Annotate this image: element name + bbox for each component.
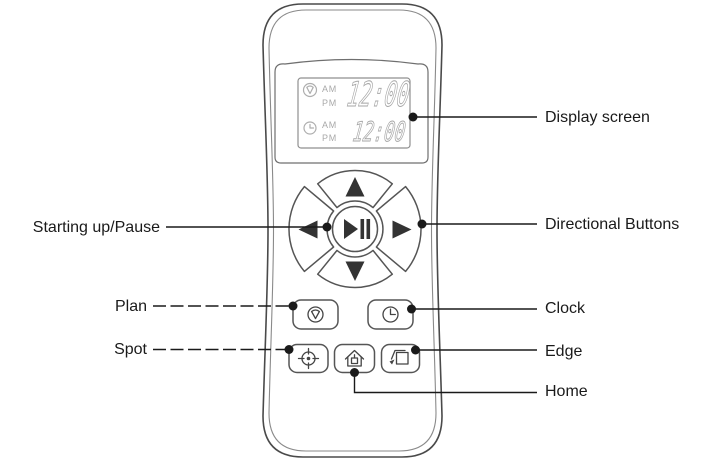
lcd-panel [297,77,411,149]
clock-icon [382,306,399,323]
home-label: Home [545,383,588,400]
left-arrow-icon [298,220,318,239]
directional-pad [288,169,422,289]
spot-label: Spot [114,341,147,358]
right-arrow-icon [392,220,412,239]
schedule-icon [302,82,318,98]
display-screen-label: Display screen [545,109,650,126]
directional-buttons-label: Directional Buttons [545,216,680,233]
spot-dot [284,345,294,354]
dpad-left-button[interactable] [288,185,335,273]
down-arrow-icon [345,261,365,281]
edge-button[interactable] [380,343,421,374]
dpad-down-button[interactable] [316,249,394,289]
lcd-pm-2: PM [322,133,337,143]
clock-icon-lcd [303,121,317,135]
plan-icon [307,306,324,323]
edge-dot [411,345,420,355]
annotation-lines [153,112,537,394]
lcd-am-1: AM [322,84,337,94]
clock-dot [407,304,416,314]
home-dot [350,368,359,377]
home-leader-line [353,372,537,394]
starting-up-pause-dot [322,222,332,232]
edge-icon [389,349,409,365]
plan-button[interactable] [292,299,339,330]
dpad-right-button[interactable] [375,185,422,273]
clock-label: Clock [545,300,586,317]
lcd-am-2: AM [322,120,337,130]
spot-button[interactable] [288,343,329,374]
lcd-pm-1: PM [322,98,337,108]
home-icon [344,349,365,367]
plan-dot [288,301,298,311]
lcd-row-schedule: AM PM 12:00 [302,75,413,115]
remote-face-outline [268,9,437,452]
display-screen: AM PM 12:00 AM PM 12:00 [274,58,429,164]
play-pause-button[interactable] [331,205,379,253]
directional-buttons-dot [417,219,427,229]
starting-up-pause-label: Starting up/Pause [32,219,160,236]
lcd-schedule-time: 12:00 [345,75,413,115]
edge-label: Edge [545,343,583,360]
dpad-up-button[interactable] [316,169,394,209]
up-arrow-icon [345,177,365,197]
plan-label: Plan [114,298,147,315]
lcd-row-clock: AM PM 12:00 [303,117,408,148]
lcd-clock-time: 12:00 [351,117,407,148]
display-screen-dot [408,112,418,122]
clock-button[interactable] [367,299,414,330]
play-pause-icon [344,219,371,239]
spot-icon [297,347,320,370]
